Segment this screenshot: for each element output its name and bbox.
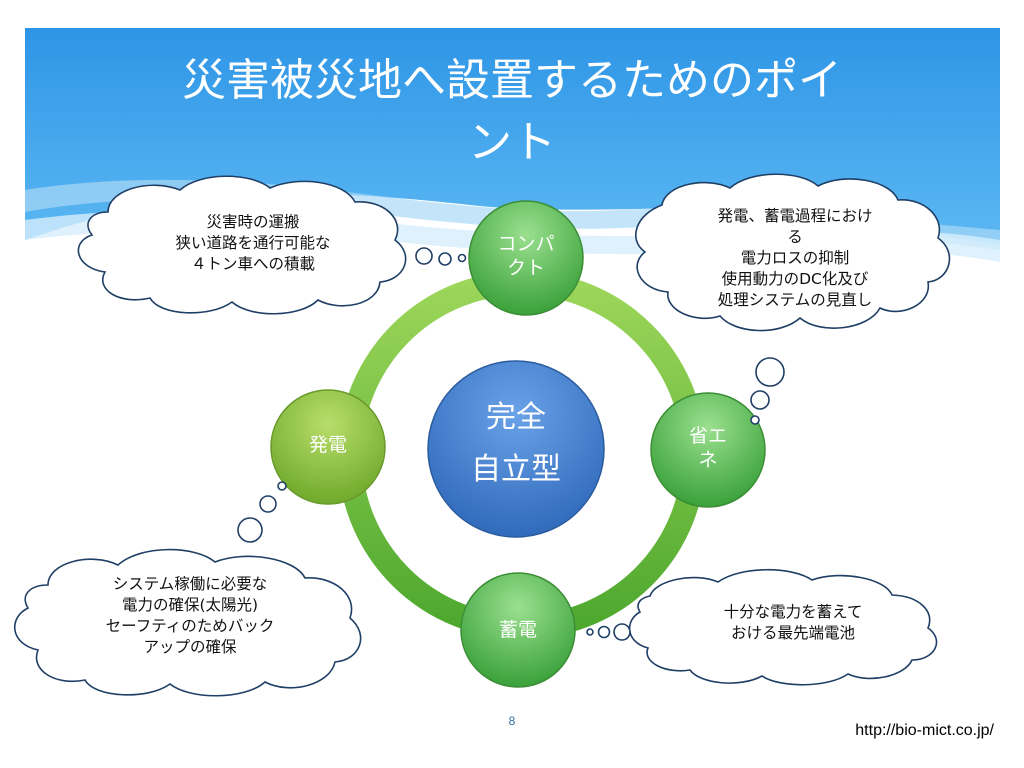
callout-tr-line: 処理システムの見直し: [717, 291, 873, 309]
bubble-br-2: [597, 625, 611, 639]
callout-br-line: おける最先端電池: [730, 624, 855, 642]
node-energy-saving: [650, 392, 766, 508]
callout-cloud-top-right: [635, 173, 951, 332]
callout-tl-line: 災害時の運搬: [206, 213, 300, 231]
bubble-br-1: [613, 623, 631, 641]
title-line-2: ント: [468, 117, 556, 168]
callout-text-bottom-left: システム稼働に必要な 電力の確保(太陽光) セーフティのためバック アップの確保: [50, 574, 330, 658]
node-label-generation: 発電: [278, 433, 378, 457]
node-storage: [460, 572, 576, 688]
callout-text-bottom-right: 十分な電力を蓄えて おける最先端電池: [668, 602, 918, 644]
energy-saving-line-1: 省エ: [688, 425, 727, 447]
title-line-1: 災害被災地へ設置するためのポイ: [182, 55, 842, 106]
slide-title: 災害被災地へ設置するためのポイ ント: [60, 50, 964, 174]
callout-cloud-top-left: [77, 175, 407, 315]
bubble-tr-1: [755, 357, 785, 387]
center-line-2: 自立型: [471, 452, 561, 487]
center-circle: [427, 360, 605, 538]
callout-bl-line: 電力の確保(太陽光): [121, 596, 259, 614]
footer-url: http://bio-mict.co.jp/: [855, 722, 994, 739]
page-number: 8: [508, 714, 516, 728]
node-label-storage: 蓄電: [468, 618, 568, 642]
callout-text-top-left: 災害時の運搬 狭い道路を通行可能な ４トン車への積載: [118, 212, 388, 275]
callout-bl-line: システム稼働に必要な: [112, 575, 268, 593]
center-label: 完全 自立型: [436, 392, 596, 496]
node-compact: [468, 200, 584, 316]
callout-tr-line: 使用動力のDC化及び: [721, 270, 869, 288]
bubble-tl-2: [438, 252, 452, 266]
bubble-tl-3: [457, 253, 467, 263]
callout-cloud-bottom-right: [628, 568, 938, 686]
bubble-tl-1: [415, 247, 433, 265]
callout-tr-line: 発電、蓄電過程におけ: [717, 207, 873, 225]
node-generation: [270, 389, 386, 505]
compact-line-2: クト: [506, 257, 545, 279]
callout-tr-line: る: [787, 228, 803, 246]
energy-saving-line-2: ネ: [698, 449, 718, 471]
bubble-bl-1: [237, 517, 263, 543]
callout-tr-line: 電力ロスの抑制: [740, 249, 850, 267]
callout-tl-line: 狭い道路を通行可能な: [175, 234, 331, 252]
bubble-br-3: [586, 628, 594, 636]
callout-bl-line: セーフティのためバック: [105, 617, 275, 635]
storage-line-1: 蓄電: [498, 619, 537, 641]
callout-br-line: 十分な電力を蓄えて: [723, 603, 863, 621]
compact-line-1: コンパ: [497, 233, 555, 255]
callout-tl-line: ４トン車への積載: [190, 255, 315, 273]
callout-cloud-bottom-left: [13, 548, 362, 697]
bubble-bl-3: [277, 481, 287, 491]
center-line-1: 完全: [486, 400, 546, 435]
node-label-compact: コンパ クト: [476, 232, 576, 280]
bubble-tr-2: [750, 390, 770, 410]
callout-bl-line: アップの確保: [143, 638, 237, 656]
callout-text-top-right: 発電、蓄電過程におけ る 電力ロスの抑制 使用動力のDC化及び 処理システムの見…: [670, 206, 920, 311]
bubble-bl-2: [259, 495, 277, 513]
node-label-energy-saving: 省エ ネ: [658, 424, 758, 472]
generation-line-1: 発電: [308, 434, 347, 456]
bubble-tr-3: [750, 415, 760, 425]
